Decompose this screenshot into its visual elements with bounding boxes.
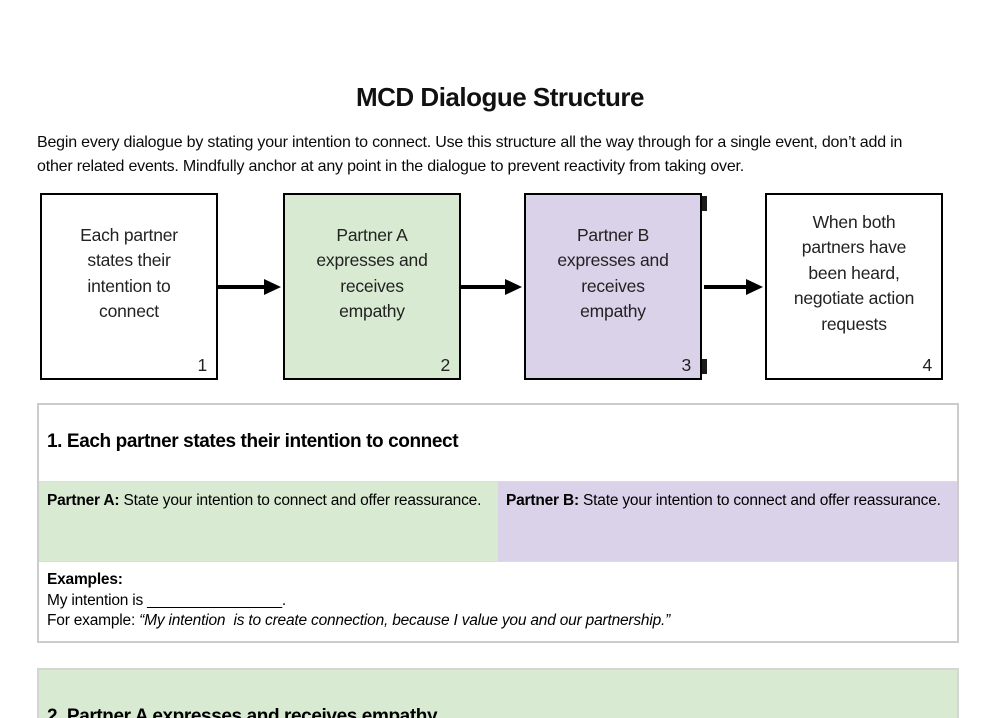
flow-step-4-label: When both partners have been heard, nego… bbox=[793, 211, 915, 334]
partner-a-label: Partner A: bbox=[47, 492, 120, 509]
flow-step-1-number: 1 bbox=[197, 355, 207, 375]
examples-heading: Examples: bbox=[47, 571, 123, 588]
flow-step-1: Each partner states their intention to c… bbox=[40, 193, 218, 380]
flow-step-4-number: 4 bbox=[922, 355, 932, 375]
flow-step-2: Partner A expresses and receives empathy… bbox=[283, 193, 461, 380]
examples-quote-prefix: For example: bbox=[47, 612, 140, 629]
section-2-heading: 2. Partner A expresses and receives empa… bbox=[47, 706, 438, 718]
examples-fill-in-line: My intention is ________________. bbox=[47, 591, 287, 609]
flow-step-2-number: 2 bbox=[440, 355, 450, 375]
flow-step-4: When both partners have been heard, nego… bbox=[765, 193, 943, 380]
examples-quote: “My intention is to create connection, b… bbox=[139, 612, 671, 629]
flow-step-3-label: Partner B expresses and receives empathy bbox=[557, 224, 669, 322]
section-2-card: 2. Partner A expresses and receives empa… bbox=[37, 668, 959, 718]
page-title: MCD Dialogue Structure bbox=[355, 82, 645, 112]
arrow-2-line bbox=[461, 285, 507, 289]
flow-step-3-corner-mark bbox=[702, 359, 707, 374]
section-1-heading: 1. Each partner states their intention t… bbox=[47, 431, 459, 452]
flow-step-3-corner-mark bbox=[702, 196, 707, 211]
partner-a-text: State your intention to connect and offe… bbox=[119, 492, 482, 509]
partner-b-cell: Partner B: State your intention to conne… bbox=[498, 482, 957, 561]
partner-row: Partner A: State your intention to conne… bbox=[39, 481, 957, 562]
examples-block: Examples: My intention is ______________… bbox=[39, 562, 957, 632]
arrow-3-line bbox=[704, 285, 748, 289]
flow-step-1-label: Each partner states their intention to c… bbox=[80, 224, 178, 322]
partner-b-text: State your intention to connect and offe… bbox=[578, 492, 941, 509]
arrow-1-head-icon bbox=[264, 279, 281, 295]
arrow-2-head-icon bbox=[505, 279, 522, 295]
examples-quote-line: For example: “My intention is to create … bbox=[47, 611, 947, 632]
partner-a-cell: Partner A: State your intention to conne… bbox=[39, 482, 498, 561]
section-1-card: 1. Each partner states their intention t… bbox=[37, 403, 959, 643]
flow-step-2-label: Partner A expresses and receives empathy bbox=[316, 224, 428, 322]
arrow-1-line bbox=[218, 285, 266, 289]
flow-step-3-number: 3 bbox=[681, 355, 691, 375]
partner-b-label: Partner B: bbox=[506, 492, 579, 509]
flow-step-3: Partner B expresses and receives empathy… bbox=[524, 193, 702, 380]
intro-paragraph: Begin every dialogue by stating your int… bbox=[37, 134, 903, 175]
arrow-3-head-icon bbox=[746, 279, 763, 295]
